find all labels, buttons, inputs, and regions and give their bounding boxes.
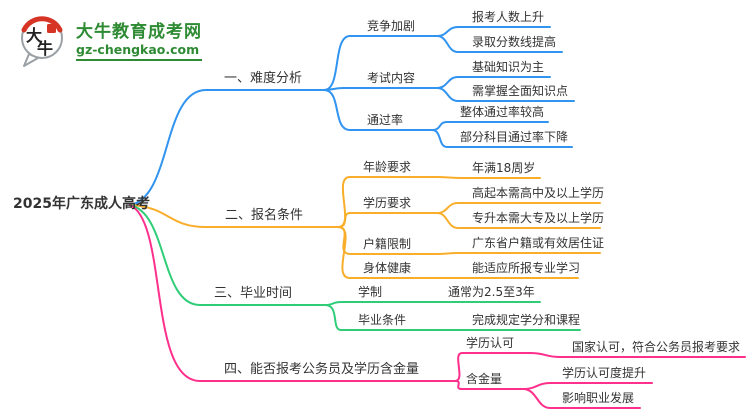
- connector-line: [436, 176, 541, 179]
- node-pass-rate: 通过率: [367, 113, 404, 127]
- connector-line: [337, 226, 438, 279]
- leaf-highschool-required: 高起本需高中及以上学历: [472, 186, 605, 200]
- connector-line: [454, 380, 524, 390]
- branch-difficulty-links: [129, 26, 575, 206]
- node-age-requirement: 年龄要求: [363, 160, 412, 174]
- connector-line: [454, 352, 531, 382]
- leaf-comprehensive-knowledge: 需掌握全面知识点: [472, 84, 569, 98]
- node-competition-increase: 竞争加剧: [367, 19, 416, 33]
- connector-line: [522, 388, 641, 409]
- connector-line: [436, 35, 563, 53]
- leaf-age-18: 年满18周岁: [472, 161, 536, 175]
- connector-line: [323, 89, 433, 131]
- node-study-length: 学制: [358, 285, 383, 299]
- logo-seal: [47, 24, 56, 33]
- connector-line: [431, 129, 573, 148]
- branch-difficulty-analysis: 一、难度分析: [224, 71, 303, 86]
- logo-text: 大牛教育成考网 gz-chengkao.com: [76, 22, 202, 61]
- leaf-credits-and-courses: 完成规定学分和课程: [472, 313, 581, 327]
- branch-graduation-links: [129, 204, 581, 331]
- node-education-requirement: 学历要求: [363, 196, 412, 210]
- leaf-recognition-rising: 学历认可度提升: [562, 366, 647, 380]
- root-node: 2025年广东成人高考: [13, 196, 150, 212]
- logo-badge-char-2: 牛: [37, 39, 53, 58]
- leaf-2-5-to-3-years: 通常为2.5至3年: [448, 285, 535, 299]
- leaf-state-recognized: 国家认可，符合公务员报考要求: [572, 340, 741, 354]
- leaf-admission-score-up: 录取分数线提高: [472, 35, 557, 49]
- node-physical-health: 身体健康: [363, 261, 412, 275]
- connector-line: [436, 87, 575, 102]
- site-name: 大牛教育成考网: [76, 21, 202, 42]
- leaf-college-required: 专升本需大专及以上学历: [472, 211, 605, 225]
- connector-line: [324, 304, 446, 331]
- branch-graduation-time: 三、毕业时间: [214, 286, 293, 301]
- leaf-overall-pass-rate-high: 整体通过率较高: [460, 105, 545, 119]
- branch-registration-requirements: 二、报名条件: [225, 208, 304, 223]
- connector-line: [129, 204, 339, 228]
- logo-badge-char-1: 大: [26, 26, 42, 45]
- connector-line: [323, 87, 438, 91]
- connector-line: [436, 212, 601, 229]
- node-residency-restriction: 户籍限制: [363, 237, 412, 251]
- branch-civil-servant-links: [129, 204, 746, 409]
- node-gold-content: 含金量: [466, 372, 503, 386]
- connector-line: [129, 89, 325, 206]
- connector-line: [337, 212, 438, 228]
- node-degree-recognition: 学历认可: [466, 336, 515, 350]
- leaf-career-development: 影响职业发展: [562, 391, 635, 405]
- connector-line: [129, 204, 326, 306]
- site-domain: gz-chengkao.com: [76, 42, 202, 61]
- logo-bubble-icon: 大 牛: [21, 16, 63, 67]
- connector-line: [129, 204, 456, 382]
- branch-registration-links: [129, 176, 601, 279]
- leaf-guangdong-residence: 广东省户籍或有效居住证: [472, 236, 605, 250]
- connector-line: [436, 252, 601, 255]
- site-logo: 大 牛 大牛教育成考网 gz-chengkao.com: [16, 14, 202, 68]
- branch-civil-servant-eligibility: 四、能否报考公务员及学历含金量: [224, 362, 420, 377]
- connector-line: [529, 352, 746, 358]
- connector-line: [323, 35, 438, 91]
- leaf-adapt-to-study: 能适应所报专业学习: [472, 261, 581, 275]
- node-exam-content: 考试内容: [367, 71, 416, 85]
- leaf-subject-pass-rate-down: 部分科目通过率下降: [460, 130, 569, 144]
- leaf-basic-knowledge: 基础知识为主: [472, 60, 545, 74]
- node-graduation-conditions: 毕业条件: [358, 313, 407, 327]
- connector-line: [522, 382, 653, 390]
- connector-line: [324, 301, 426, 306]
- leaf-applicants-rising: 报考人数上升: [472, 10, 545, 24]
